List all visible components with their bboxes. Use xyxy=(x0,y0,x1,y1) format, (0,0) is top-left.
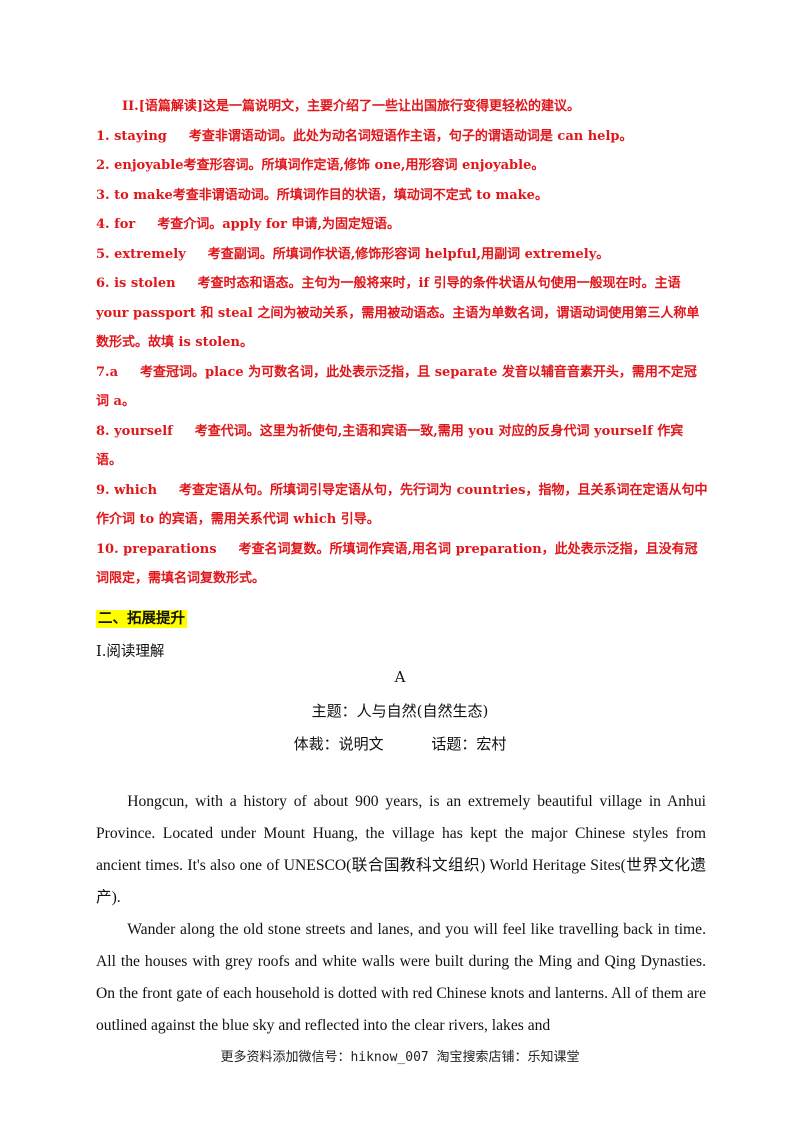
explanation-2: 考查形容词。所填词作定语,修饰 one,用形容词 enjoyable。 xyxy=(183,158,545,173)
passage-paragraph-1: Hongcun, with a history of about 900 yea… xyxy=(96,793,706,906)
section-heading-text: 二、拓展提升 xyxy=(96,610,187,628)
explanation-9: 考查定语从句。所填词引导定语从句，先行词为 countries，指物，且关系词在… xyxy=(96,482,708,528)
explanation-1: 考查非谓语动词。此处为动名词短语作主语，句子的谓语动词是 can help。 xyxy=(188,128,633,144)
analysis-item-1: 1. staying 考查非谓语动词。此处为动名词短语作主语，句子的谓语动词是 c… xyxy=(96,122,708,152)
explanation-5: 考查副词。所填词作状语,修饰形容词 helpful,用副词 extremely。 xyxy=(207,246,610,262)
answer-6: 6. is stolen xyxy=(96,276,176,291)
reading-subheading: I.阅读理解 xyxy=(96,644,165,660)
answer-analysis: II.[语篇解读]这是一篇说明文，主要介绍了一些让出国旅行变得更轻松的建议。 1… xyxy=(96,92,708,594)
answer-9: 9. which xyxy=(96,482,158,498)
explanation-10: 考查名词复数。所填词作宾语,用名词 preparation，此处表示泛指，且没有… xyxy=(96,541,698,587)
explanation-3: 考查非谓语动词。所填词作目的状语，填动词不定式 to make。 xyxy=(172,187,548,203)
answer-3: 3. to make xyxy=(96,187,173,203)
explanation-4: 考查介词。apply for 申请,为固定短语。 xyxy=(157,217,401,232)
explanation-7: 考查冠词。place 为可数名词，此处表示泛指，且 separate 发音以辅音… xyxy=(96,364,697,410)
passage-letter: A xyxy=(394,668,406,686)
passage-paragraph-2: Wander along the old stone streets and l… xyxy=(96,921,706,1034)
answer-2: 2. enjoyable xyxy=(96,158,184,173)
analysis-item-3: 3. to make考查非谓语动词。所填词作目的状语，填动词不定式 to mak… xyxy=(96,181,708,211)
answer-10: 10. preparations xyxy=(96,541,217,557)
passage-theme: 主题：人与自然(自然生态) xyxy=(311,702,489,720)
page-footer: 更多资料添加微信号：hiknow_007 淘宝搜索店铺：乐知课堂 xyxy=(220,1050,580,1065)
passage-genre-topic: 体裁：说明文 话题：宏村 xyxy=(293,735,507,753)
analysis-item-4: 4. for 考查介词。apply for 申请,为固定短语。 xyxy=(96,210,708,240)
section-heading: 二、拓展提升 xyxy=(96,607,187,628)
answer-8: 8. yourself xyxy=(96,423,173,439)
analysis-item-5: 5. extremely 考查副词。所填词作状语,修饰形容词 helpful,用副… xyxy=(96,240,708,270)
analysis-item-2: 2. enjoyable考查形容词。所填词作定语,修饰 one,用形容词 enj… xyxy=(96,151,708,181)
reading-passage: Hongcun, with a history of about 900 yea… xyxy=(96,786,706,1042)
answer-7: 7.a xyxy=(96,364,118,380)
answer-1: 1. staying xyxy=(96,128,167,144)
explanation-6: 考查时态和语态。主句为一般将来时，if 引导的条件状语从句使用一般现在时。主语 … xyxy=(96,276,700,350)
analysis-intro: II.[语篇解读]这是一篇说明文，主要介绍了一些让出国旅行变得更轻松的建议。 xyxy=(122,99,580,114)
answer-5: 5. extremely xyxy=(96,246,186,262)
answer-4: 4. for xyxy=(96,217,136,232)
explanation-8: 考查代词。这里为祈使句,主语和宾语一致,需用 you 对应的反身代词 yours… xyxy=(96,423,684,469)
